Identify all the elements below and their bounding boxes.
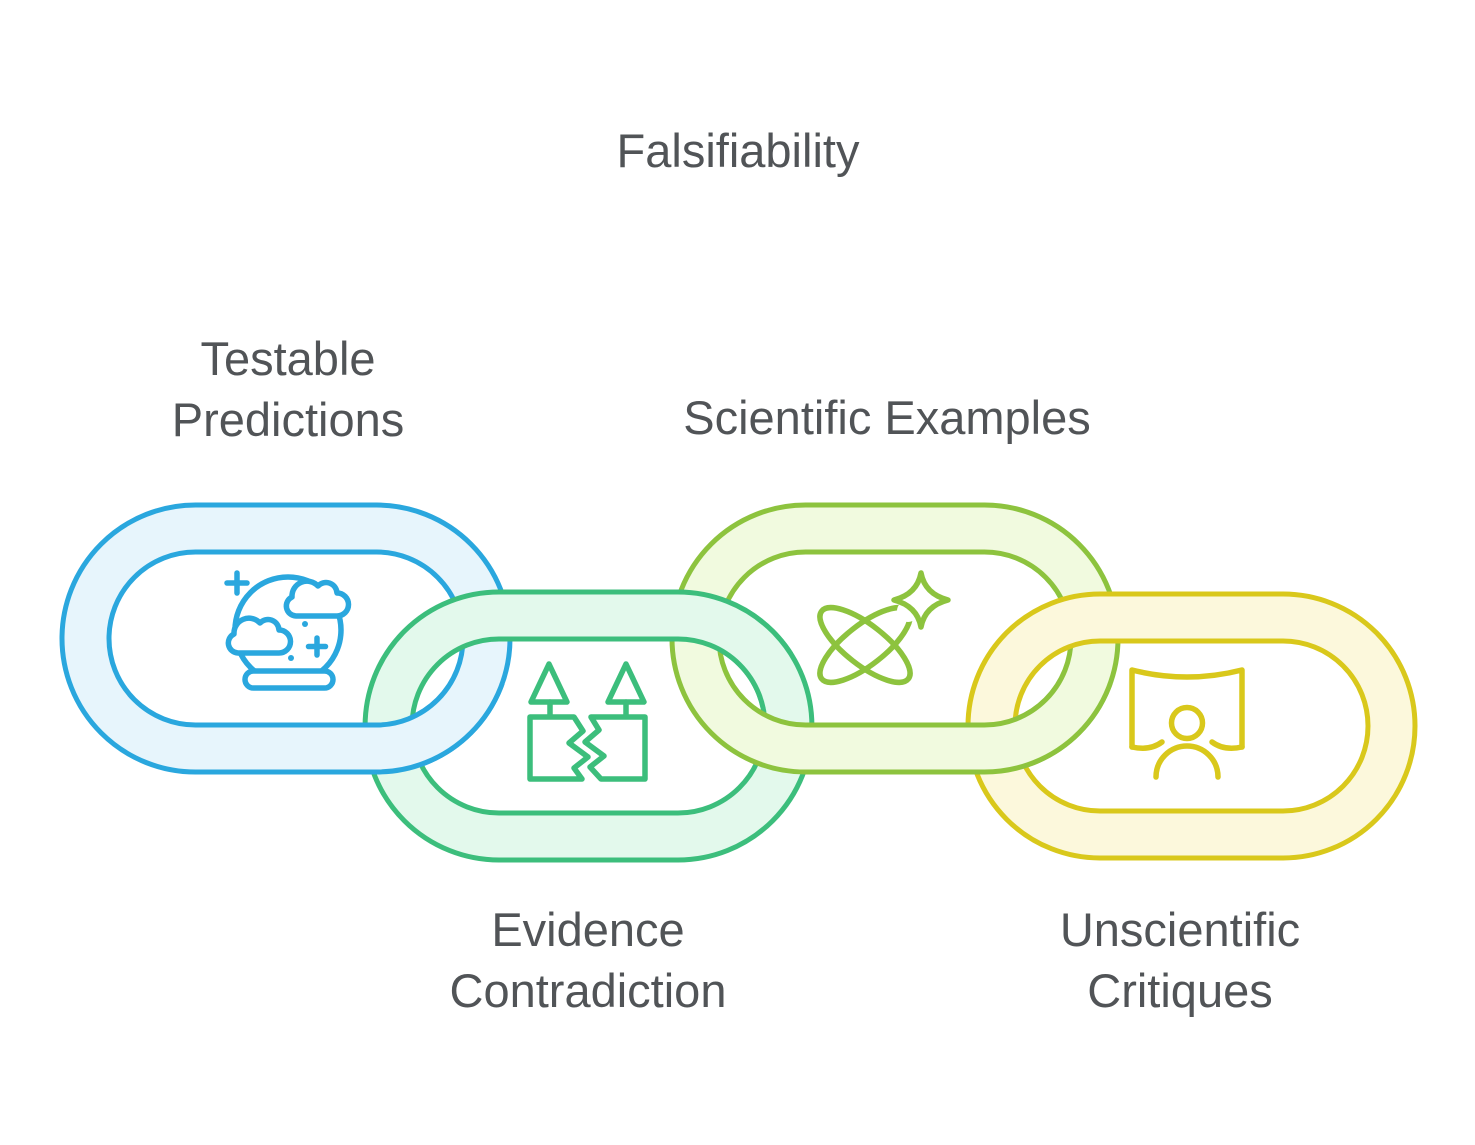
label-unscientific-critiques: Unscientific Critiques	[1060, 899, 1300, 1021]
label-line: Contradiction	[449, 964, 727, 1017]
label-line: Critiques	[1087, 964, 1273, 1017]
label-line: Scientific Examples	[683, 391, 1091, 444]
broken-evidence-icon	[527, 661, 648, 782]
crystal-ball-icon	[224, 570, 352, 691]
label-line: Testable	[200, 332, 376, 385]
label-evidence-contradiction: Evidence Contradiction	[450, 899, 727, 1021]
page-title: Falsifiability	[616, 124, 860, 177]
chain-link-unscientific-critiques	[965, 591, 1418, 861]
atom-orbit-icon	[817, 570, 951, 686]
person-screen-icon	[1129, 667, 1245, 780]
label-line: Predictions	[171, 393, 405, 446]
label-testable-predictions: Testable Predictions	[172, 328, 405, 450]
label-line: Evidence	[491, 903, 685, 956]
label-scientific-examples: Scientific Examples	[683, 387, 1091, 448]
label-line: Unscientific	[1059, 903, 1301, 956]
